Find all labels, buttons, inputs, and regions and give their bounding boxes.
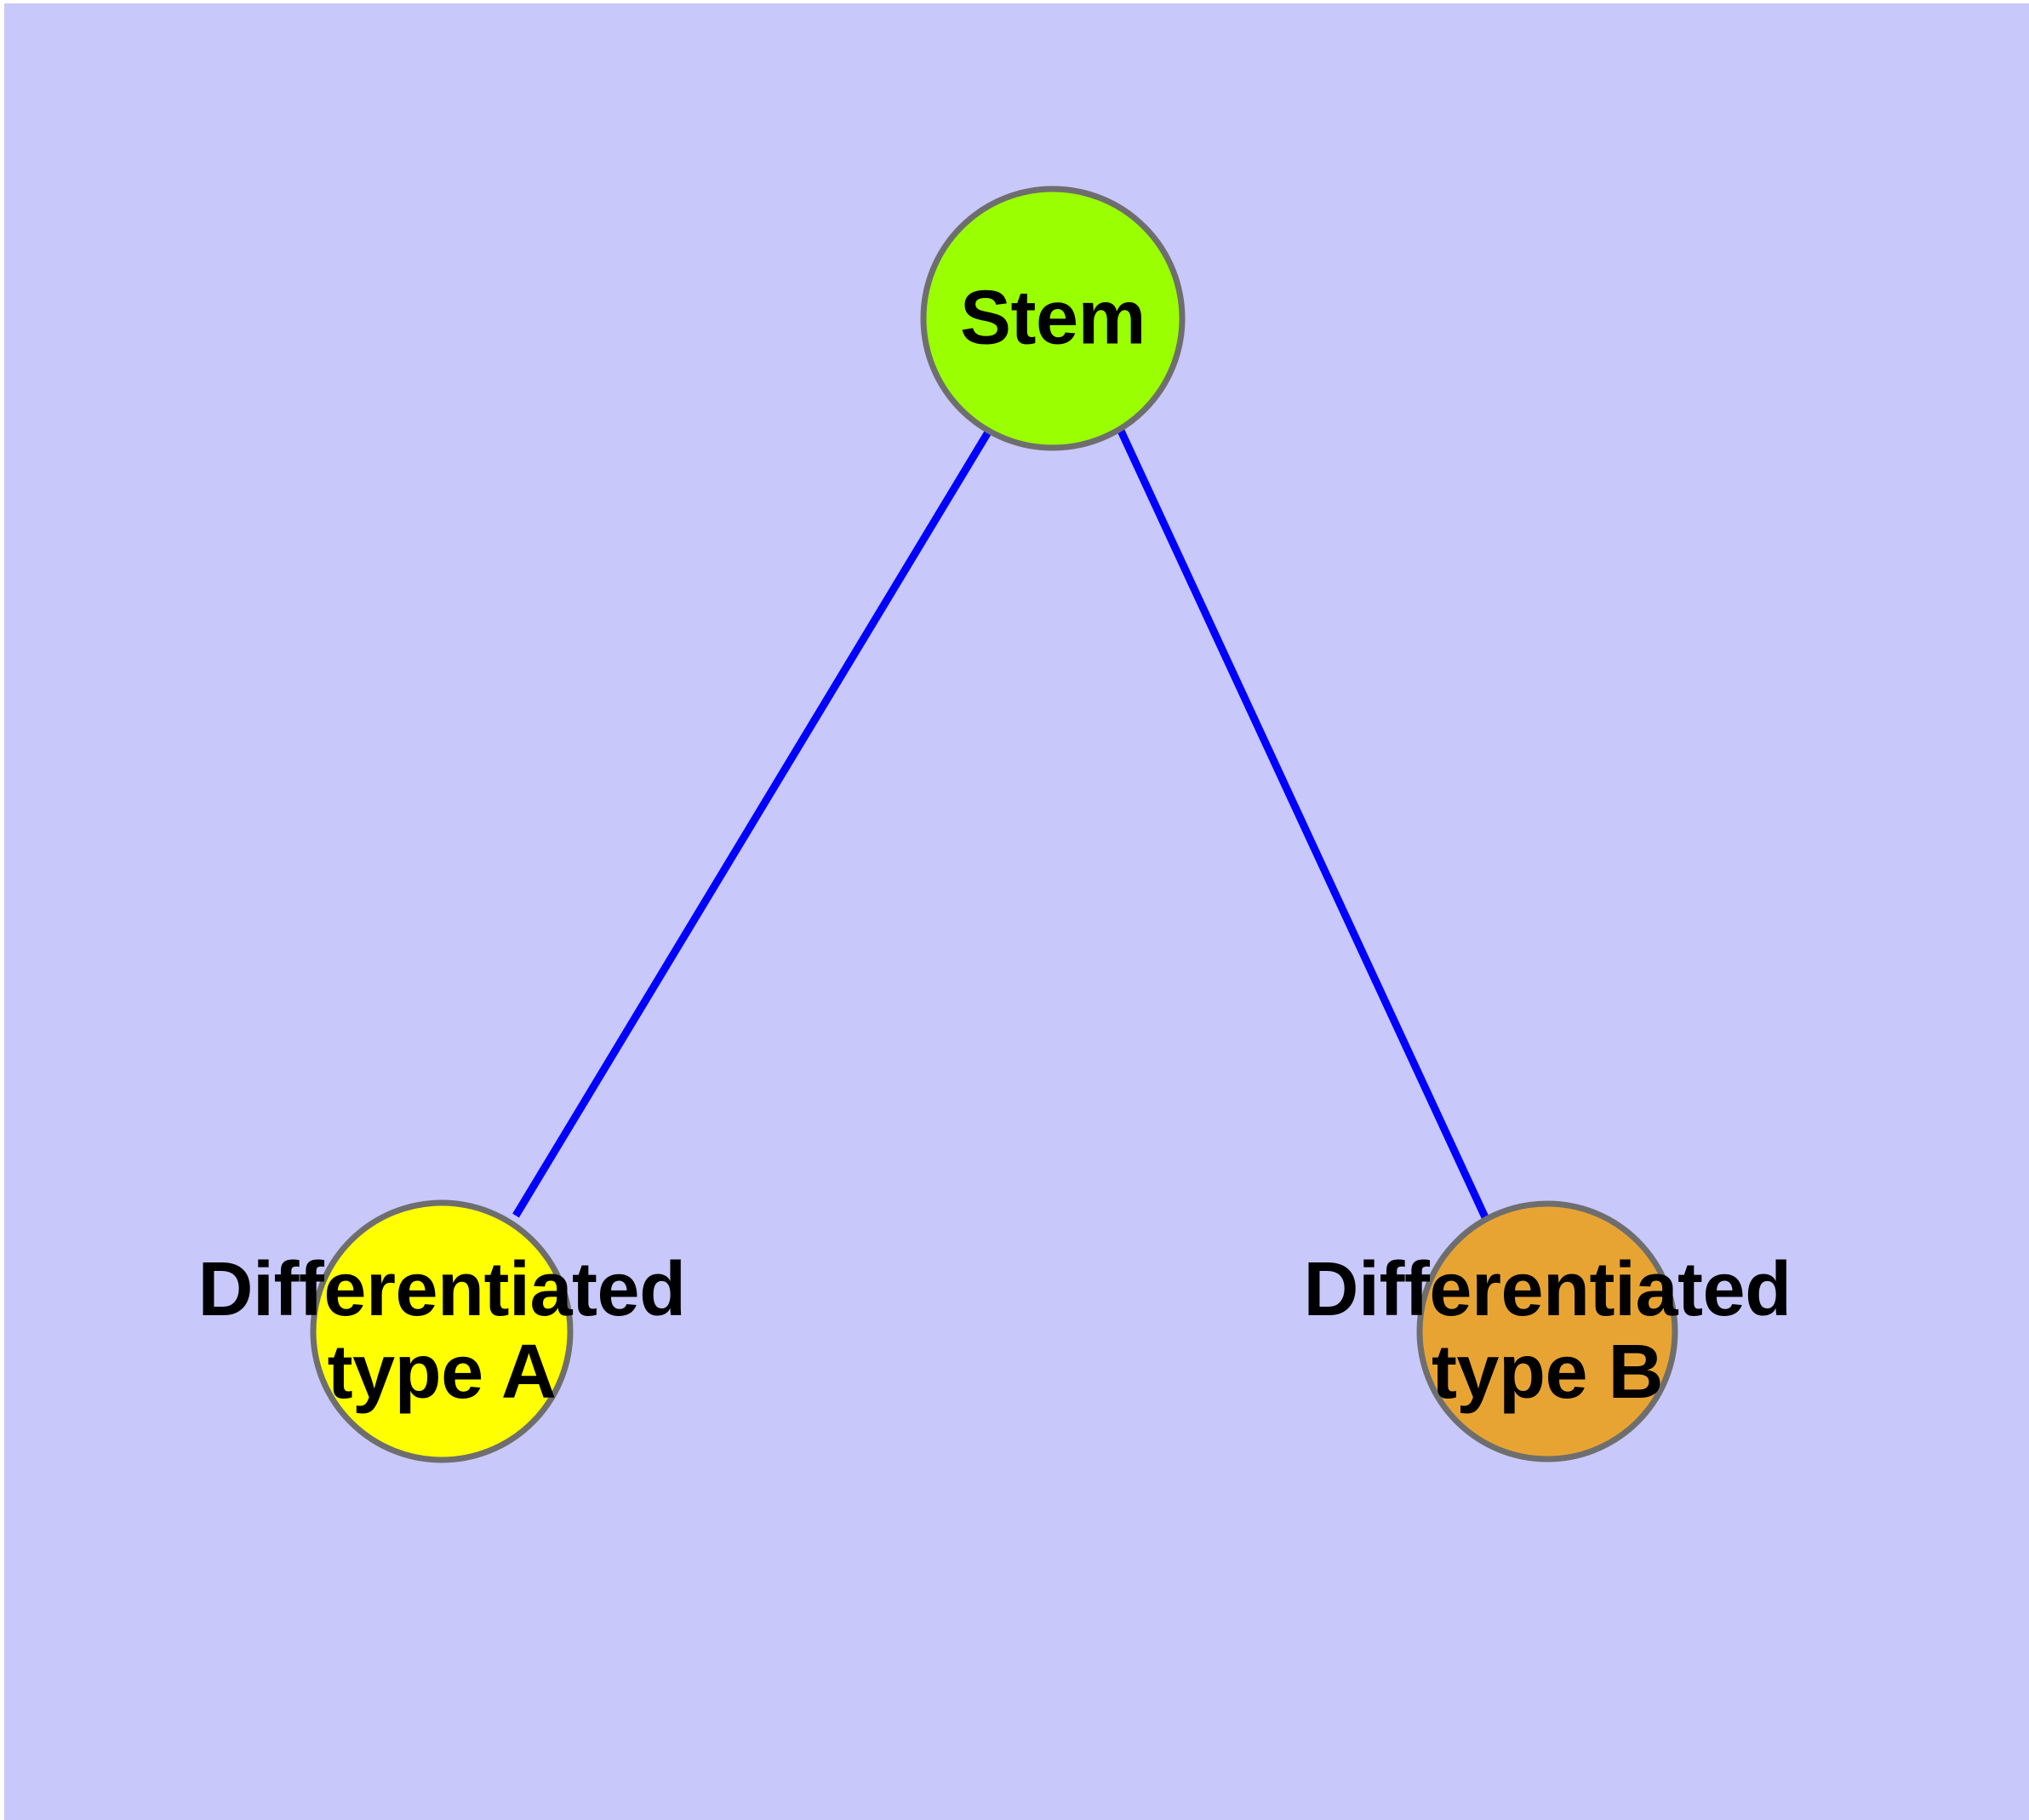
- node-stem[interactable]: [920, 186, 1186, 451]
- node-differentiated-type-a[interactable]: [310, 1199, 574, 1463]
- edge-stem-to-diff-b[interactable]: [1117, 429, 1489, 1219]
- node-differentiated-type-b[interactable]: [1416, 1200, 1678, 1462]
- edge-stem-to-diff-a[interactable]: [512, 428, 992, 1218]
- edge-layer: [512, 428, 1489, 1219]
- node-layer: [310, 186, 1678, 1463]
